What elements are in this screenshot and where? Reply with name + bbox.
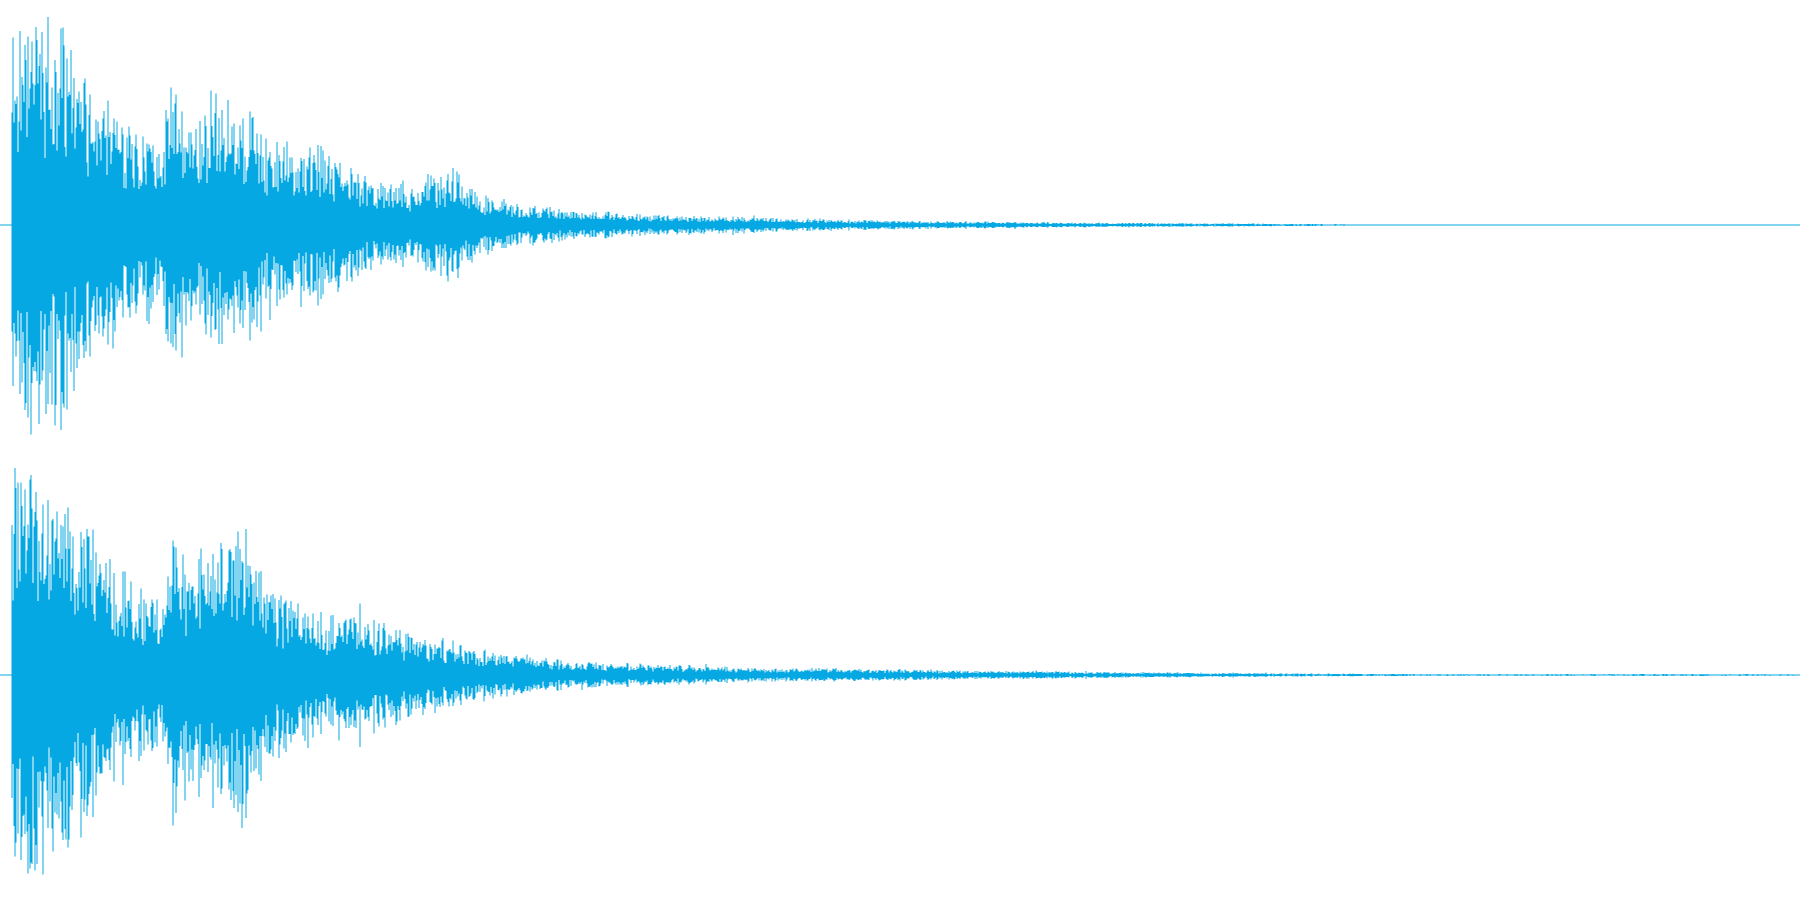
channel-right-waveform bbox=[11, 467, 1800, 875]
channel-left bbox=[0, 17, 1800, 435]
channel-right bbox=[0, 467, 1800, 875]
channel-left-waveform bbox=[11, 17, 1368, 435]
